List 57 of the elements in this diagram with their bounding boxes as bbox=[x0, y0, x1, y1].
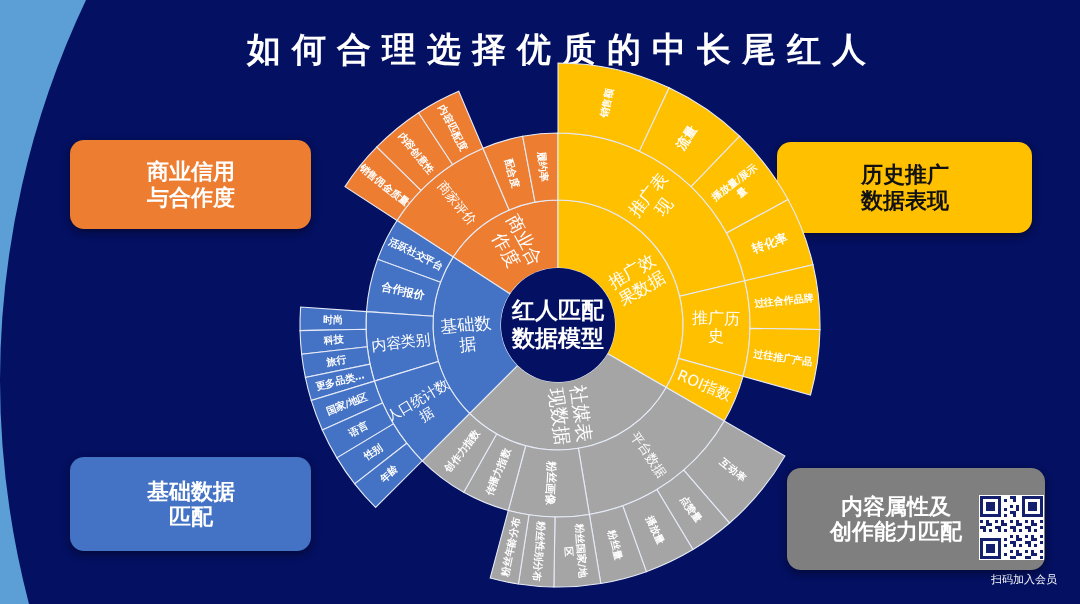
segment-label: 年龄 bbox=[378, 463, 401, 485]
segment-label: 商家评价 bbox=[433, 178, 479, 229]
category-card bbox=[70, 457, 311, 551]
segment-label: 国家/地区 bbox=[324, 390, 370, 417]
segment-label: 推广表现 bbox=[625, 168, 678, 223]
card-label: 商业信用与合作度 bbox=[146, 159, 235, 210]
segment-label: 创作力指数 bbox=[442, 427, 482, 475]
card-label: 历史推广数据表现 bbox=[860, 162, 949, 213]
segment-label: 人口统计数据 bbox=[383, 374, 454, 427]
sunburst-segment bbox=[726, 199, 813, 281]
category-card bbox=[787, 468, 1045, 570]
segment-label: 过往推广产品 bbox=[752, 347, 814, 368]
segment-label: 平台数据 bbox=[627, 429, 670, 481]
sunburst-segment bbox=[522, 133, 558, 203]
sunburst-segment bbox=[743, 328, 820, 396]
segment-label: 语言 bbox=[346, 419, 370, 439]
segment-label: 基础数据 bbox=[440, 312, 494, 357]
segment-label: 销售额 bbox=[598, 87, 617, 120]
segment-label: 推广效果数据 bbox=[604, 249, 669, 310]
sunburst-segment bbox=[300, 307, 367, 331]
segment-label: 点赞量 bbox=[677, 493, 705, 525]
segment-label: ROI指数 bbox=[674, 367, 734, 406]
segment-label: 合作报价 bbox=[380, 281, 426, 303]
segment-label: 更多品类… bbox=[314, 369, 366, 393]
category-card bbox=[70, 140, 311, 229]
segment-label: 互动率 bbox=[717, 455, 749, 484]
segment-label: 流量 bbox=[673, 123, 701, 153]
segment-label: 传播力指数 bbox=[483, 446, 513, 498]
segment-label: 播放量/展示量 bbox=[709, 161, 761, 206]
page-title: 如何合理选择优质的中长尾红人 bbox=[246, 28, 877, 71]
segment-label: 活跃社交平台 bbox=[386, 235, 446, 273]
segment-label: 时尚 bbox=[322, 313, 344, 326]
segment-label: 粉丝量 bbox=[605, 528, 625, 561]
sunburst-segment bbox=[744, 264, 820, 330]
segment-label: 性别 bbox=[361, 442, 385, 463]
sunburst-segment bbox=[553, 514, 601, 587]
segment-label: 内容类别 bbox=[369, 330, 432, 355]
segment-label: 粉丝国家/地区 bbox=[562, 522, 589, 581]
segment-label: 播放量 bbox=[643, 514, 667, 547]
segment-label: 粉丝性别分布 bbox=[530, 520, 548, 582]
card-label: 基础数据匹配 bbox=[146, 478, 235, 530]
card-label: 内容属性及创作能力匹配 bbox=[830, 493, 962, 545]
sunburst-segment bbox=[490, 510, 529, 584]
segment-label: 过往合作品牌 bbox=[753, 291, 815, 310]
segment-label: 社媒表现数据 bbox=[544, 384, 596, 447]
segment-label: 旅行 bbox=[325, 353, 347, 368]
segment-label: 内容匹配度 bbox=[435, 103, 470, 154]
segment-label: 科技 bbox=[323, 333, 344, 347]
segment-label: 配合度 bbox=[502, 157, 523, 190]
segment-label: 推广历史 bbox=[692, 309, 741, 347]
segment-label: 粉丝年龄分布 bbox=[499, 516, 524, 578]
segment-label: 转化率 bbox=[750, 230, 790, 257]
hub-label: 红人匹配数据模型 bbox=[510, 297, 605, 353]
sunburst-segment bbox=[354, 443, 423, 508]
segment-label: 履约率 bbox=[536, 151, 551, 183]
segment-label: 粉丝画像 bbox=[542, 461, 558, 506]
segment-label: 商业合作度 bbox=[487, 211, 546, 273]
